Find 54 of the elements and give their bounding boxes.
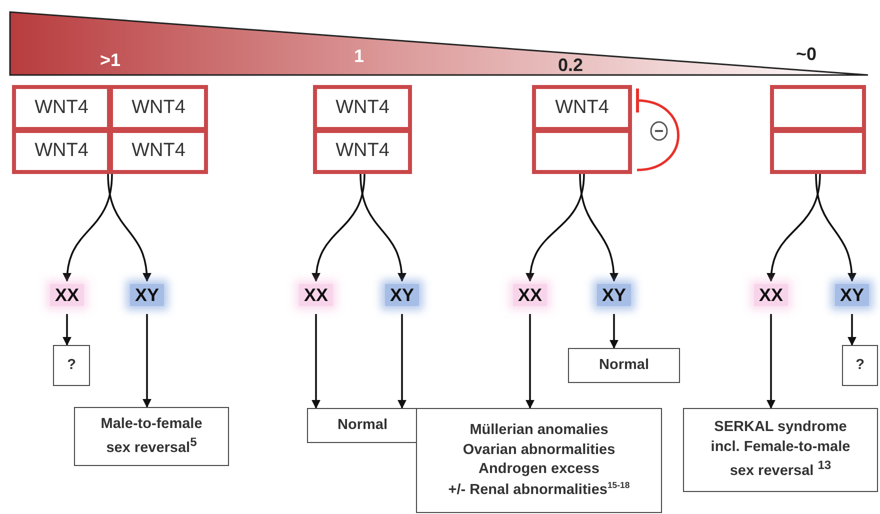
karyotype-label: XX <box>513 284 547 306</box>
gene-dosage-stack <box>12 85 208 174</box>
arrow <box>815 174 856 282</box>
arrow <box>398 314 406 409</box>
empty-gene-box <box>533 130 631 173</box>
karyotype-label: XX <box>754 284 788 306</box>
arrow <box>312 174 366 282</box>
karyotype-label: XY <box>130 284 164 306</box>
arrow <box>579 174 618 282</box>
arrow <box>848 314 856 346</box>
outcome-box: ? <box>842 345 878 386</box>
karyotype-label: XX <box>50 284 84 306</box>
arrow <box>63 174 113 282</box>
node-text: Ovarian abnormalities <box>462 440 616 460</box>
empty-gene-box <box>771 86 865 130</box>
node-text: Androgen excess <box>478 460 600 480</box>
gene-dosage-stack <box>770 85 866 174</box>
arrow <box>62 314 72 346</box>
karyotype-label: XY <box>597 284 631 306</box>
gene-box: WNT4 <box>13 130 110 173</box>
outcome-box: ? <box>53 345 90 386</box>
dosage-value: 1 <box>354 46 364 67</box>
arrow <box>610 314 618 349</box>
arrow <box>767 174 821 282</box>
karyotype-label: XY <box>835 284 869 306</box>
arrow <box>766 314 776 409</box>
arrow <box>107 174 151 282</box>
gene-box: WNT4 <box>110 130 207 173</box>
outcome-box: Normal <box>307 408 418 443</box>
arrow <box>312 314 320 409</box>
dosage-value: ~0 <box>796 44 817 65</box>
outcome-box <box>416 408 662 513</box>
gene-box: WNT4 <box>533 86 631 130</box>
gene-dosage-stack <box>532 85 632 174</box>
node-text: Müllerian anomalies <box>470 420 608 440</box>
dosage-value: 0.2 <box>558 55 584 76</box>
dosage-value: >1 <box>100 50 121 71</box>
arrow <box>360 174 406 282</box>
arrow <box>526 314 534 409</box>
gene-dosage-stack <box>313 85 412 174</box>
karyotype-label: XY <box>385 284 419 306</box>
gene-box: WNT4 <box>314 86 411 130</box>
gene-box: WNT4 <box>13 86 110 130</box>
outcome-box: Male-to-female sex reversal$^{5}$ <box>74 407 229 466</box>
outcome-box: SERKAL syndrome incl. Female-to-male sex reversal $^{13}$ <box>683 408 878 492</box>
arrow <box>142 314 152 408</box>
outcome-box: Normal <box>568 348 680 383</box>
gene-box: WNT4 <box>314 130 411 173</box>
karyotype-label: XX <box>299 284 333 306</box>
node-text: +/- Renal abnormalities$^{15-18}$ <box>448 480 630 500</box>
gene-box: WNT4 <box>110 86 207 130</box>
empty-gene-box <box>771 130 865 173</box>
inhibition-arc <box>634 88 680 172</box>
arrow <box>526 174 585 282</box>
